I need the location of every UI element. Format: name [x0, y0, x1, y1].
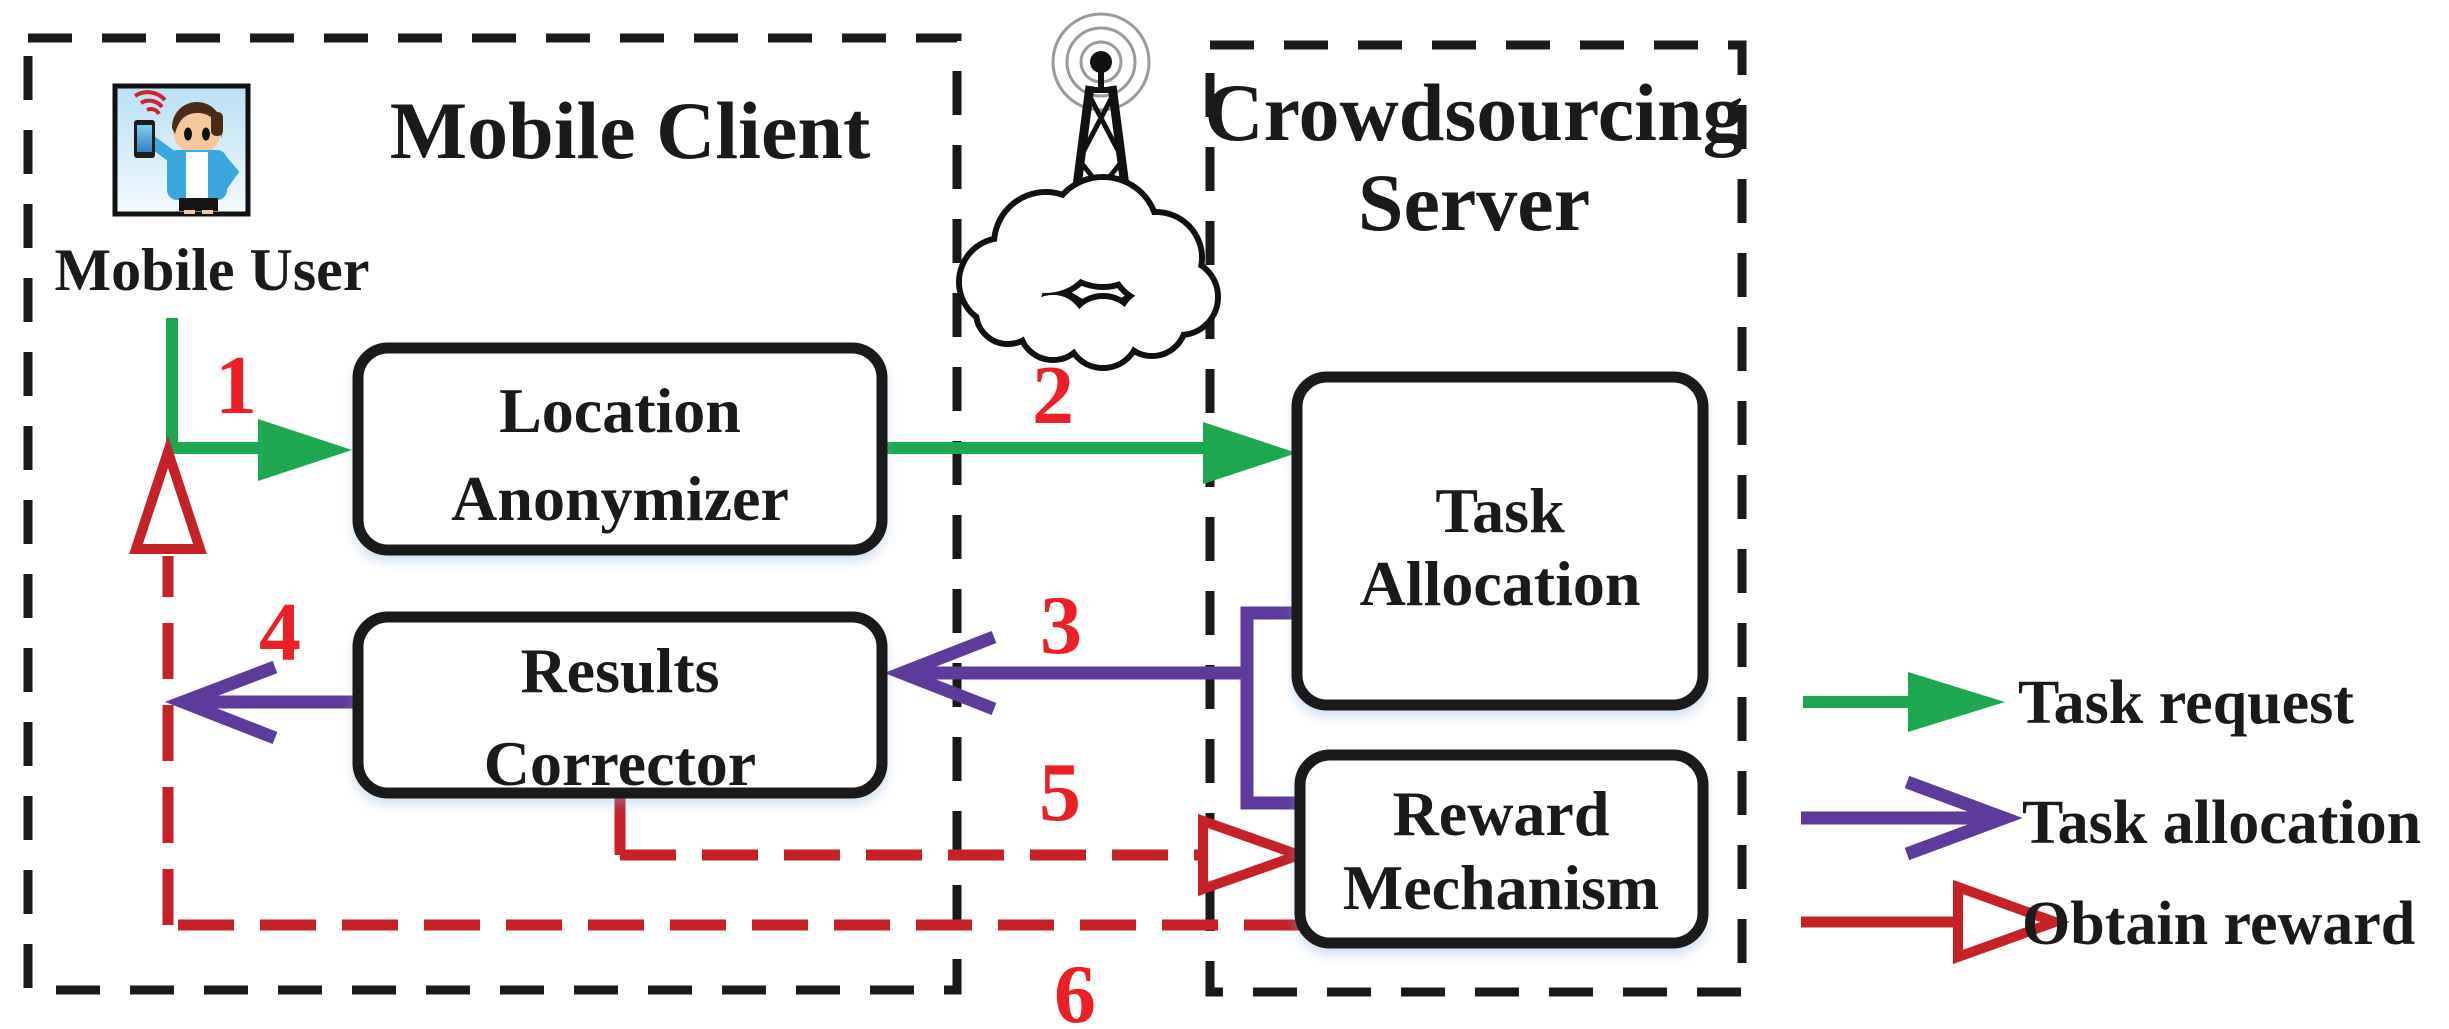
node-task-allocation: Task Allocation	[1291, 371, 1709, 711]
legend-task-request-label: Task request	[2018, 669, 2354, 737]
crowdsourcing-server-title-line1: Crowdsourcing	[1204, 67, 1743, 158]
reward-mechanism-label-line1: Reward	[1393, 778, 1610, 849]
legend-task-allocation-arrow-icon	[1801, 775, 2023, 861]
arrow-task-allocation-3	[884, 630, 1247, 716]
legend-task-allocation-label: Task allocation	[2022, 789, 2421, 857]
mobile-user-icon	[112, 83, 251, 217]
location-anonymizer-label-line1: Location	[499, 375, 741, 446]
arrow-obtain-reward-6	[129, 436, 1300, 931]
task-allocation-label-line2: Allocation	[1360, 548, 1641, 619]
arrow-obtain-reward-5	[614, 790, 1314, 897]
mobile-user-label: Mobile User	[55, 237, 370, 303]
legend-task-request-arrow-icon	[1803, 672, 2005, 732]
node-reward-mechanism: Reward Mechanism	[1294, 749, 1709, 949]
step-6-label: 6	[1054, 948, 1096, 1029]
step-1-label: 1	[215, 339, 257, 432]
arrow-task-request-1	[166, 318, 352, 481]
legend-obtain-reward-arrow-icon	[1801, 879, 2070, 965]
reward-mechanism-label-line2: Mechanism	[1343, 852, 1659, 923]
mobile-client-title: Mobile Client	[390, 85, 871, 176]
task-allocation-label-line1: Task	[1435, 475, 1565, 546]
server-connector-bracket	[1240, 606, 1305, 810]
arrow-task-allocation-4	[164, 660, 360, 745]
location-anonymizer-label-line2: Anonymizer	[451, 463, 789, 534]
legend: Task request Task allocation Obtain rewa…	[1801, 669, 2421, 965]
step-4-label: 4	[259, 586, 301, 679]
step-5-label: 5	[1039, 746, 1081, 839]
arrow-task-request-2	[882, 422, 1297, 484]
mobile-client-region	[23, 33, 962, 995]
results-corrector-label-line2: Corrector	[484, 728, 756, 799]
crowdsourcing-server-title-line2: Server	[1358, 157, 1590, 248]
step-2-label: 2	[1032, 349, 1074, 442]
node-results-corrector: Results Corrector	[352, 611, 888, 799]
step-3-label: 3	[1040, 579, 1082, 672]
results-corrector-label-line1: Results	[520, 635, 719, 706]
crowdsourcing-server-region	[1205, 40, 1747, 997]
cloud-icon	[956, 174, 1221, 371]
node-location-anonymizer: Location Anonymizer	[352, 342, 888, 556]
legend-obtain-reward-label: Obtain reward	[2022, 890, 2415, 958]
